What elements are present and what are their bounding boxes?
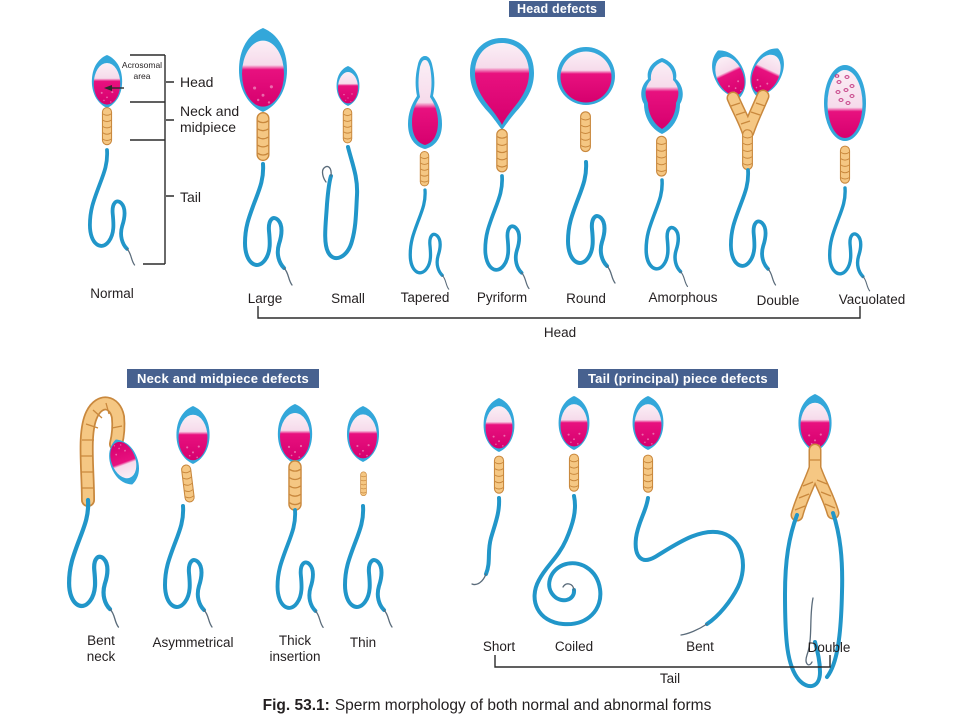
- head-bracket-label: Head: [543, 325, 577, 340]
- head-defects-header: Head defects: [509, 1, 606, 17]
- figure-caption-number: Fig. 53.1:: [262, 697, 330, 714]
- sperm-large-head: [239, 28, 294, 287]
- part-label-head: Head: [180, 74, 214, 90]
- label-vacuolated: Vacuolated: [838, 292, 906, 307]
- tail-bracket: [494, 655, 831, 668]
- label-pyriform: Pyriform: [476, 290, 528, 305]
- label-large: Large: [247, 291, 283, 306]
- label-thick-insertion: Thick insertion: [269, 633, 321, 665]
- tail-bracket-label: Tail: [659, 671, 681, 686]
- acrosomal-area-label: Acrosomal area: [121, 60, 163, 81]
- label-asymmetrical: Asymmetrical: [152, 635, 234, 650]
- sperm-normal: [88, 55, 137, 267]
- vacuoles: [834, 74, 855, 105]
- figure-caption: Fig. 53.1:Sperm morphology of both norma…: [263, 697, 712, 715]
- sperm-thin-midpiece: [343, 406, 394, 629]
- sperm-round-head: [557, 47, 617, 285]
- figure-caption-text: Sperm morphology of both normal and abno…: [334, 697, 712, 714]
- sperm-double-tail: [782, 394, 845, 689]
- sperm-small-head: [320, 66, 360, 261]
- tail-defects-header: Tail (principal) piece defects: [578, 369, 778, 388]
- head-bracket: [257, 306, 861, 319]
- label-tapered: Tapered: [400, 290, 450, 305]
- part-label-tail: Tail: [180, 189, 202, 205]
- label-thin: Thin: [349, 635, 377, 650]
- sperm-pyriform-head: [470, 38, 534, 291]
- label-coiled-tail: Coiled: [554, 639, 594, 654]
- sperm-short-tail: [471, 398, 515, 586]
- sperm-double-head: [704, 42, 792, 287]
- normal-label: Normal: [90, 286, 134, 301]
- sperm-thick-insertion: [275, 404, 326, 630]
- label-small: Small: [331, 291, 365, 306]
- normal-bracket: [104, 54, 174, 265]
- label-short-tail: Short: [482, 639, 516, 654]
- label-bent-tail: Bent: [686, 639, 714, 654]
- sperm-bent-tail: [632, 396, 745, 636]
- sperm-tapered-head: [408, 56, 451, 291]
- sperm-vacuolated-head: [824, 65, 872, 293]
- label-double-tail: Double: [807, 640, 851, 655]
- sperm-amorphous-head: [641, 58, 690, 289]
- sperm-coiled-tail: [532, 396, 603, 627]
- sperm-bent-neck: [69, 396, 146, 627]
- part-label-neck-midpiece: Neck and midpiece: [180, 103, 240, 136]
- label-round: Round: [566, 291, 606, 306]
- label-double-head: Double: [756, 293, 800, 308]
- label-amorphous: Amorphous: [648, 290, 718, 305]
- sperm-asymmetrical: [163, 406, 214, 629]
- neck-defects-header: Neck and midpiece defects: [127, 369, 319, 388]
- label-bent-neck: Bent neck: [86, 633, 116, 665]
